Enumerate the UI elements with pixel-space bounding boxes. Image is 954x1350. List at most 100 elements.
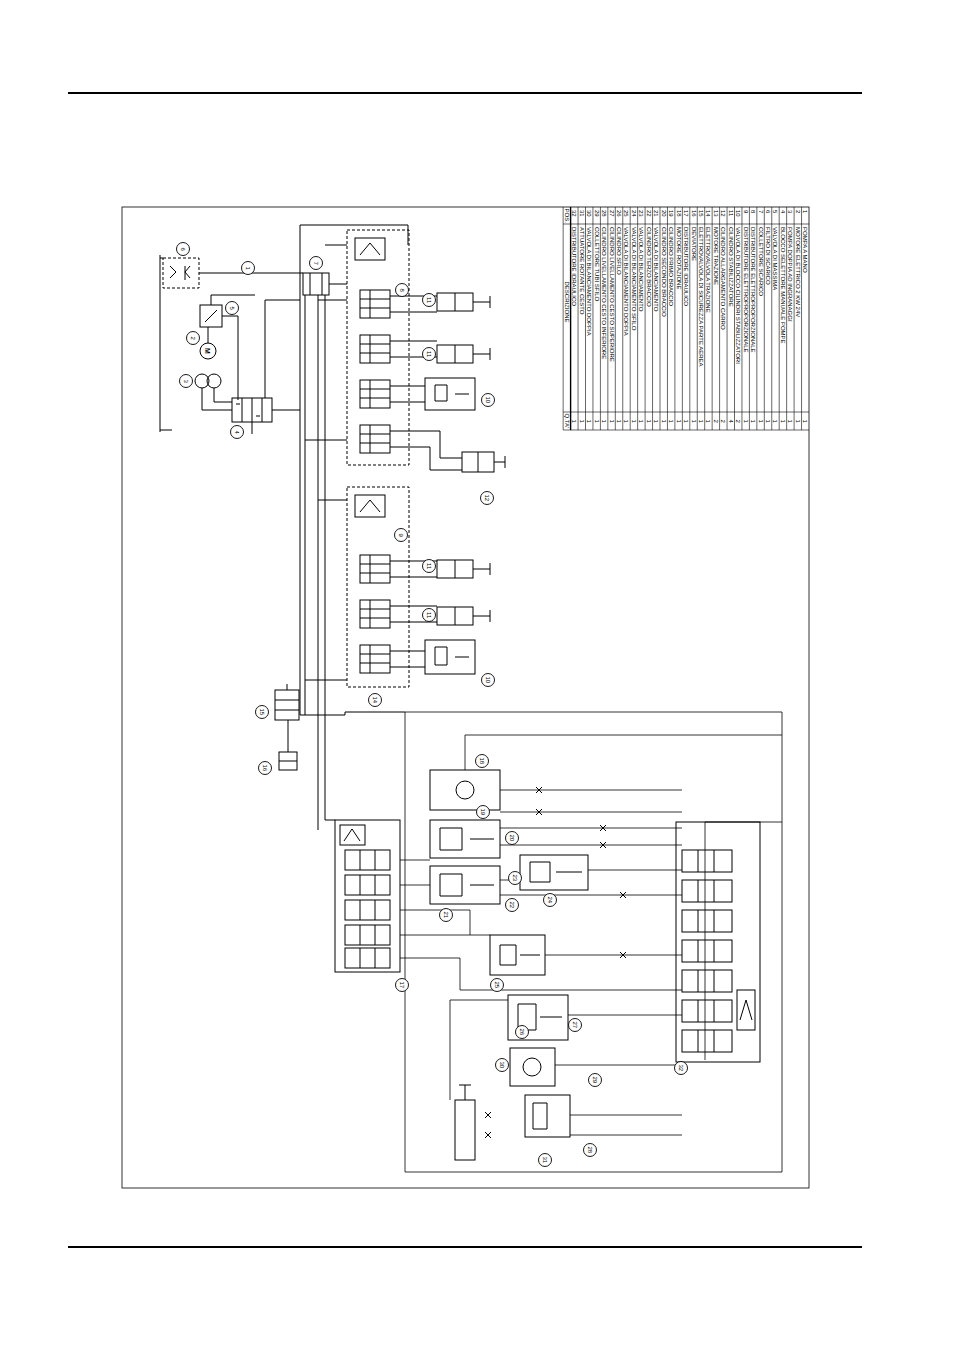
callout-ring [396,284,409,297]
parts-table-cell: 18 [676,210,682,217]
parts-table-cell: 23 [638,210,644,217]
callout-ring [369,694,382,707]
parts-table-cell: 1 [646,420,652,423]
callout-number: 15 [259,709,265,716]
parts-table-cell: 1 [795,420,801,423]
callout-number: 28 [587,1147,593,1154]
parts-table-cell: 20 [661,210,667,217]
parts-table-cell: CILINDRO LIVELLAMENTO CESTO SUPERIORE [609,227,615,362]
callout-number: 11 [426,563,432,569]
parts-table-cell: VALVOLA DI BILANCIAMENTO [638,227,644,311]
parts-table-cell: 1 [638,420,644,423]
callout-number: 32 [678,1065,684,1072]
callout-ring [589,1074,602,1087]
parts-table-cell: ATTUATORE ROTANTE CESTO [579,227,585,314]
parts-table-cell: 1 [758,420,764,423]
parts-table-cell: 21 [653,210,659,217]
parts-table-cell: ELETTROVALVOLA TRAZIONE [705,227,711,313]
parts-table-cell: 1 [631,420,637,423]
callout-ring [177,243,190,256]
parts-table-cell: CILINDRO STABILIZZATORE [728,227,734,307]
parts-table-cell: 1 [743,420,749,423]
electrovalves [275,684,405,770]
parts-table-cell: DISTRIBUTORE IDRAULICO [571,227,577,306]
distributor-32 [676,822,760,1062]
parts-table-cell: 29 [594,210,600,217]
callout-number: 29 [592,1077,598,1084]
callout-number: 4 [234,431,240,434]
drawing-frame [122,207,809,1188]
parts-table-cell: VALVOLA DI MASSIMA [772,227,778,290]
callout-ring [423,348,436,361]
parts-table-cell: 1 [623,420,629,423]
parts-table-cell: CILINDRO LIVELLAMENTO CESTO INFERIORE [601,227,607,359]
parts-table-cell: 3 [787,210,793,213]
callout-ring [423,294,436,307]
parts-table-cell: 4 [728,420,734,423]
parts-table-cell: 25 [623,210,629,217]
parts-table-cell: DISTRIBUTORE ELETTROPROPORZIONALE [750,227,756,353]
parts-table-cell: MOTORE ELETTRICO 2 KW 24V [795,227,801,317]
parts-table-cell: CILINDRO PRIMO BRACCIO [668,227,674,306]
callout-ring [482,674,495,687]
parts-table-cell: DISTRIBUTORE IDRAULICO [683,227,689,306]
callout-number: 11 [426,612,432,618]
parts-table-cell: 11 [728,210,734,216]
parts-table-cell: 27 [609,210,615,217]
parts-table-cell: 13 [713,210,719,217]
parts-table-cell: 2 [713,420,719,423]
parts-table-cell: 6 [765,210,771,213]
callout-number: 24 [547,897,553,904]
parts-table-cell: 1 [698,420,704,423]
callout-ring [675,1062,688,1075]
parts-table-cell: 5 [772,210,778,213]
header-rule [68,92,862,94]
callout-number: 10 [485,677,491,684]
callout-ring [226,302,239,315]
supply-lines [300,225,325,715]
motor-symbol: M [205,348,212,354]
return-loop [705,822,782,1060]
callout-number: 30 [499,1062,505,1069]
parts-table-cell: 19 [668,210,674,217]
parts-table-cell: 1 [609,420,615,423]
distributor-8 [305,230,505,472]
parts-table-cell: 1 [586,420,592,423]
parts-table-cell: 1 [765,420,771,423]
callout-number: 16 [262,765,268,772]
parts-table-cell: 15 [698,210,704,217]
callout-ring [180,375,193,388]
callout-ring [491,979,504,992]
callout-rings [177,243,688,1167]
parts-table-cell: 1 [668,420,674,423]
callout-ring [256,706,269,719]
pipes [400,735,782,1135]
parts-table-cell: 1 [787,420,793,423]
parts-table-cell: 32 [571,210,577,217]
callout-number: 23 [512,875,518,882]
callout-number: 26 [519,1029,525,1036]
callout-number: 2 [190,337,196,340]
parts-table-cell: 8 [750,210,756,213]
parts-table-cell: 17 [683,210,689,217]
parts-table-cell: CILINDRO SECONDO BRACCIO [661,227,667,317]
parts-table-cell: CILINDRO ALLARGAMENTO CARRO [720,227,726,330]
callout-number: 12 [484,495,490,502]
parts-table-cell: 31 [579,210,585,217]
parts-table-cell: CILINDRO TERZO BRACCIO [646,227,652,307]
callout-ring [481,492,494,505]
parts-table-cell: COLLETTORE SCARICO [758,227,764,296]
parts-table-cell: VALVOLA DI BLOCCO CILINDRI STABILIZZATOR… [735,227,741,364]
table-header: Q.TA' [564,414,570,429]
parts-table-cell: 1 [802,420,808,423]
callout-ring [231,426,244,439]
callout-number: 11 [426,351,432,357]
table-header: DESCRIZIONE [564,282,570,323]
parts-table-cell: DISTRIBUTORE ELETTROPROPORZIONALE [743,227,749,353]
callout-ring [187,332,200,345]
parts-table-cell: 2 [720,420,726,423]
parts-table-cell: 28 [601,210,607,217]
parts-table-cell: 10 [735,210,741,217]
power-unit [160,225,408,434]
